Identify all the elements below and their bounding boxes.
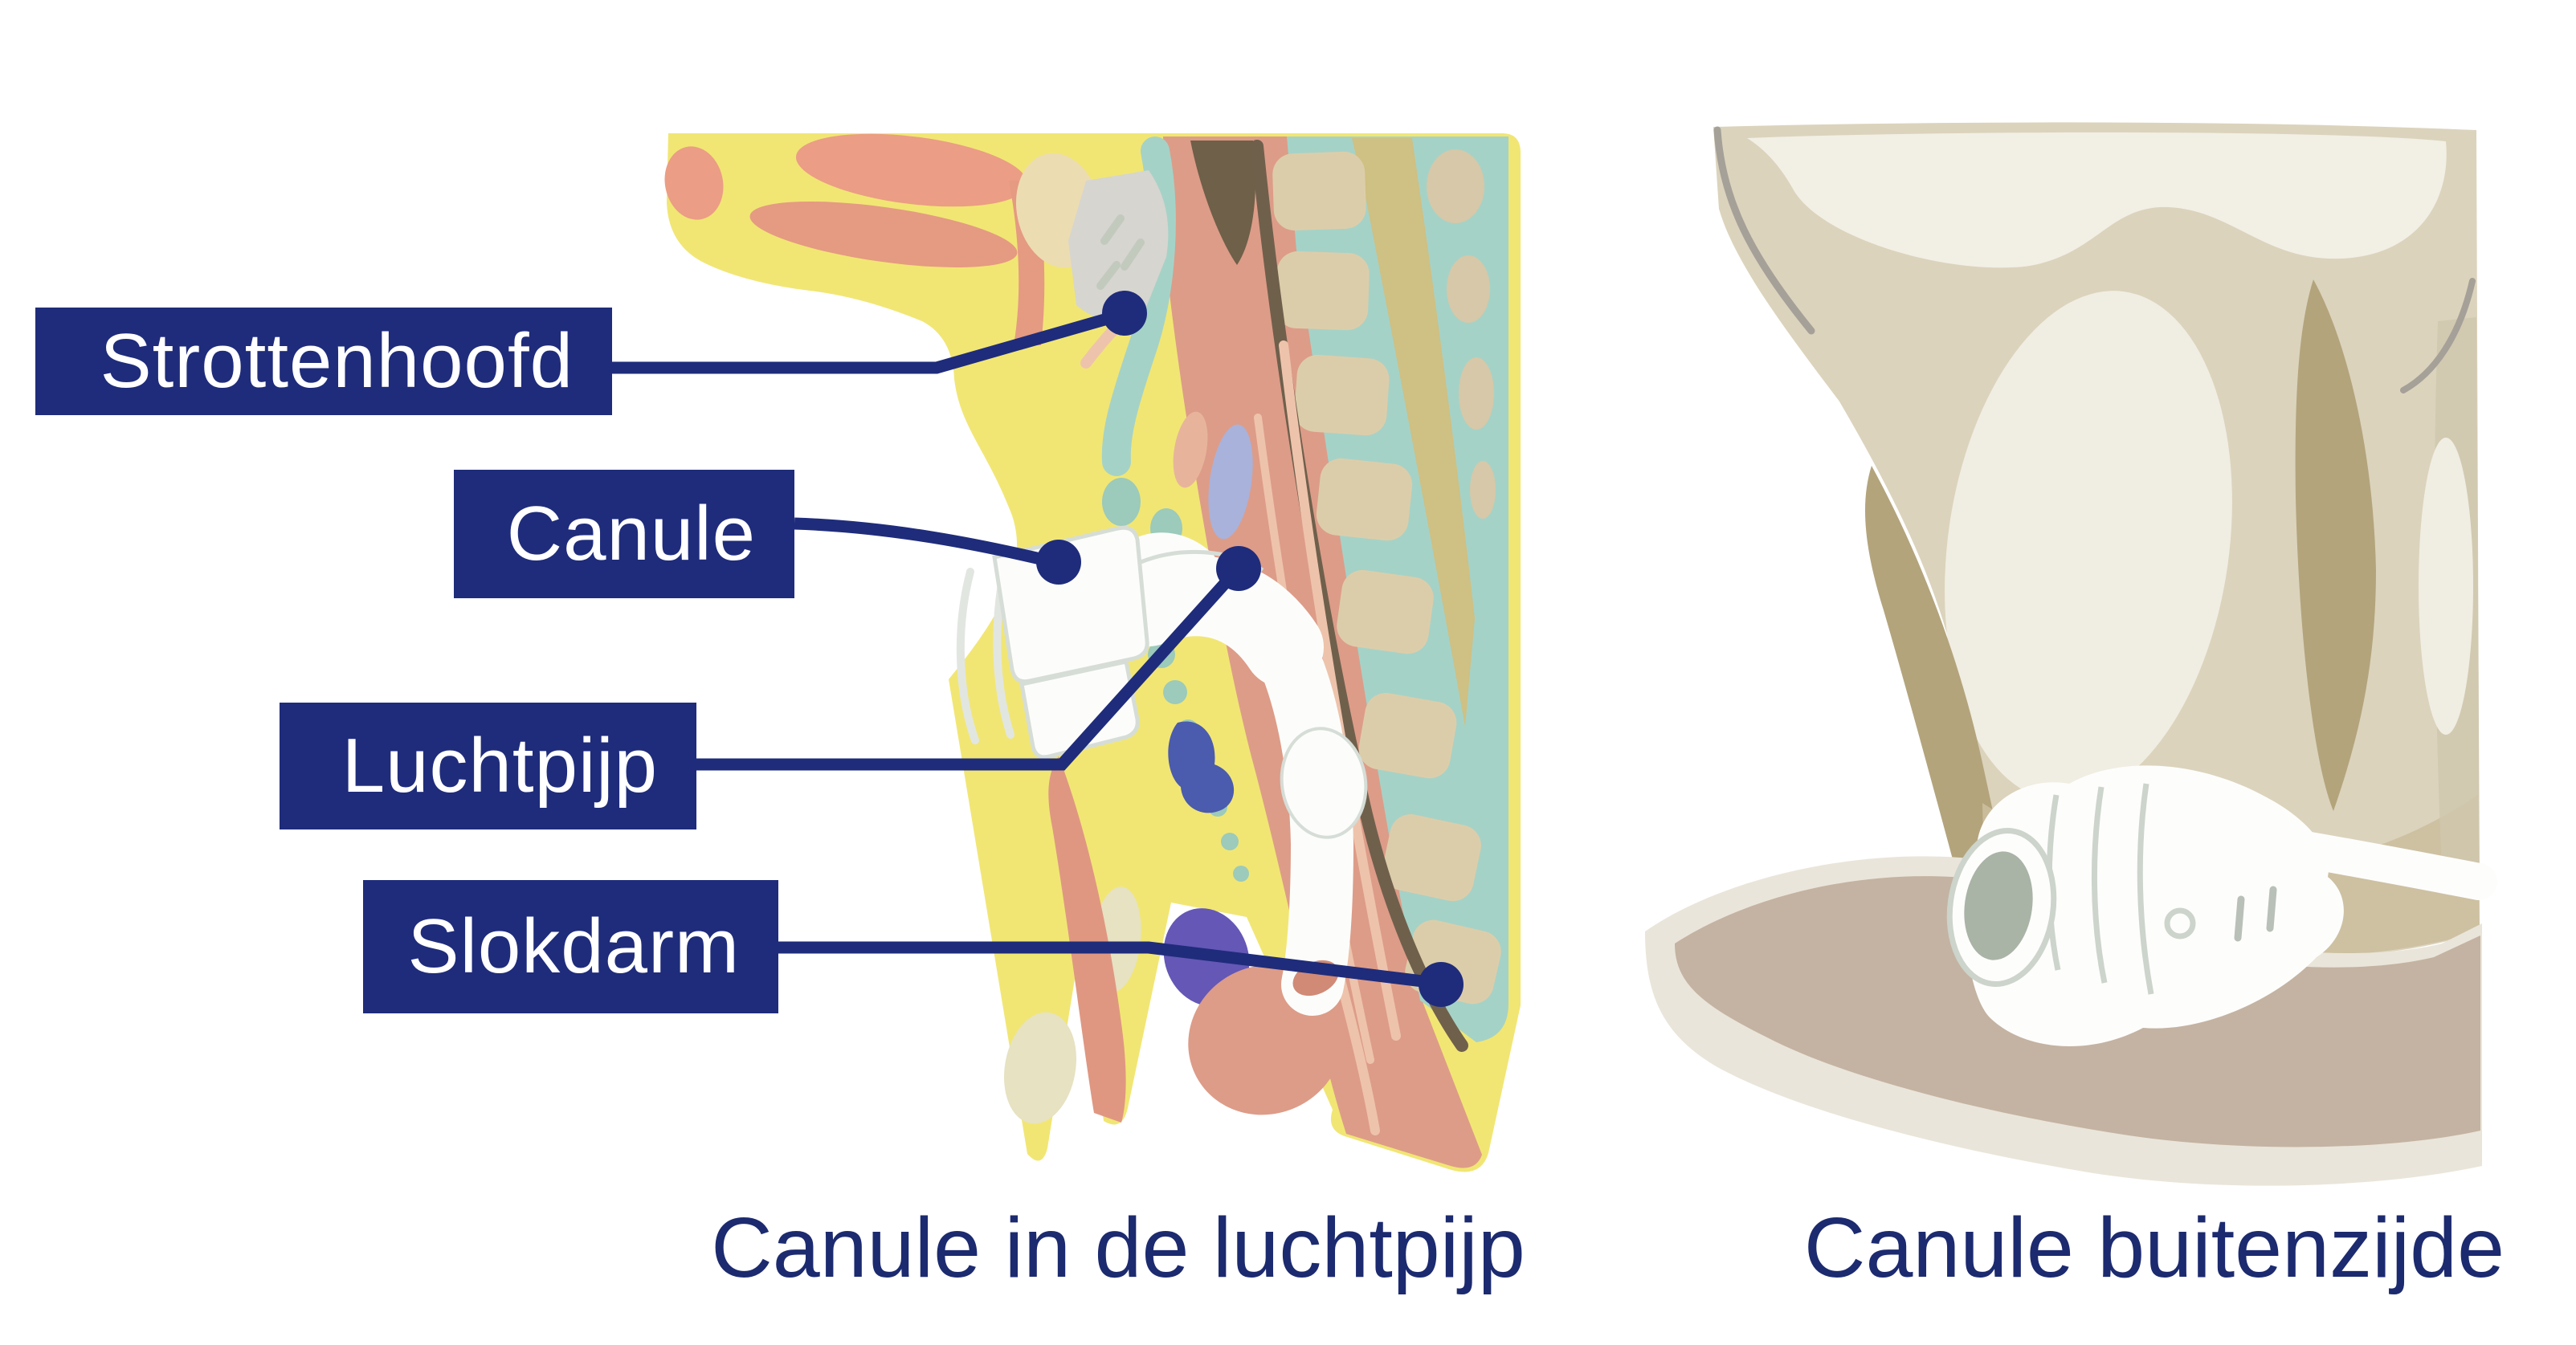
sternocleidomastoid-right (2295, 279, 2376, 811)
cannula-inner-tube (1252, 616, 1354, 1016)
tongue (795, 133, 1028, 207)
old-flange-outline (956, 568, 979, 744)
jaw-muscle (749, 202, 1018, 267)
cannula-external (1946, 765, 2344, 1046)
dot-luchtpijp (1216, 546, 1261, 591)
connector-dots (1036, 291, 1464, 1007)
connector-luchtpijp (696, 567, 1240, 771)
left-figure-neck-cross-section (664, 133, 1521, 1172)
spinous-processes (1427, 149, 1496, 519)
dot-slokdarm (1419, 962, 1464, 1007)
right-neck-highlight (2419, 438, 2473, 735)
strap-muscle (1048, 756, 1126, 1123)
dot-strottenhoofd (1102, 291, 1147, 336)
right-figure-neck-external (1645, 122, 2497, 1186)
connector-canule (794, 517, 1055, 569)
label-luchtpijp-text: Luchtpijp (341, 723, 658, 809)
label-slokdarm: Slokdarm (363, 880, 778, 1013)
strap-slots (2234, 886, 2277, 942)
vertebrae (1272, 151, 1501, 1005)
label-luchtpijp: Luchtpijp (280, 703, 696, 829)
jawline-stroke (1713, 126, 1815, 335)
cartilage-strip-lower (1003, 1012, 1077, 1124)
flange-hook (2164, 907, 2196, 939)
label-strottenhoofd: Strottenhoofd (35, 308, 612, 415)
cartilage-marks (1096, 214, 1145, 290)
vocal-region (1208, 424, 1253, 540)
dot-canule (1036, 540, 1081, 585)
caption-left: Canule in de luchtpijp (711, 1200, 1525, 1295)
cannula-hub-upper (992, 525, 1149, 684)
cannula-hub-lower (1019, 659, 1140, 760)
larynx-cartilage (1068, 170, 1169, 323)
connectors (612, 308, 1437, 989)
cannula-in-trachea (956, 525, 1368, 1016)
spine-ligament-band (1352, 138, 1475, 727)
flange-body (1965, 765, 2344, 1046)
trachea-ridge-highlight (1945, 291, 2232, 801)
label-strottenhoofd-text: Strottenhoofd (100, 318, 574, 404)
jaw-highlight (1747, 132, 2447, 268)
connector-slokdarm (778, 941, 1437, 989)
label-canule: Canule (454, 470, 794, 598)
right-jaw-stroke (2400, 278, 2476, 393)
cannula-neck-flange (1123, 532, 1223, 626)
nasopharynx-shadow (1190, 141, 1256, 265)
vocal-fold-accent (1173, 411, 1208, 488)
caption-right: Canule buitenzijde (1803, 1200, 2505, 1295)
connector-strottenhoofd (612, 308, 1124, 374)
vessel-blue-blob (1168, 721, 1235, 813)
label-slokdarm-text: Slokdarm (407, 903, 740, 989)
tube-opening (1964, 851, 2033, 960)
cannula-cuff (1280, 727, 1368, 839)
lips-blob (664, 146, 724, 220)
label-canule-text: Canule (506, 491, 756, 577)
